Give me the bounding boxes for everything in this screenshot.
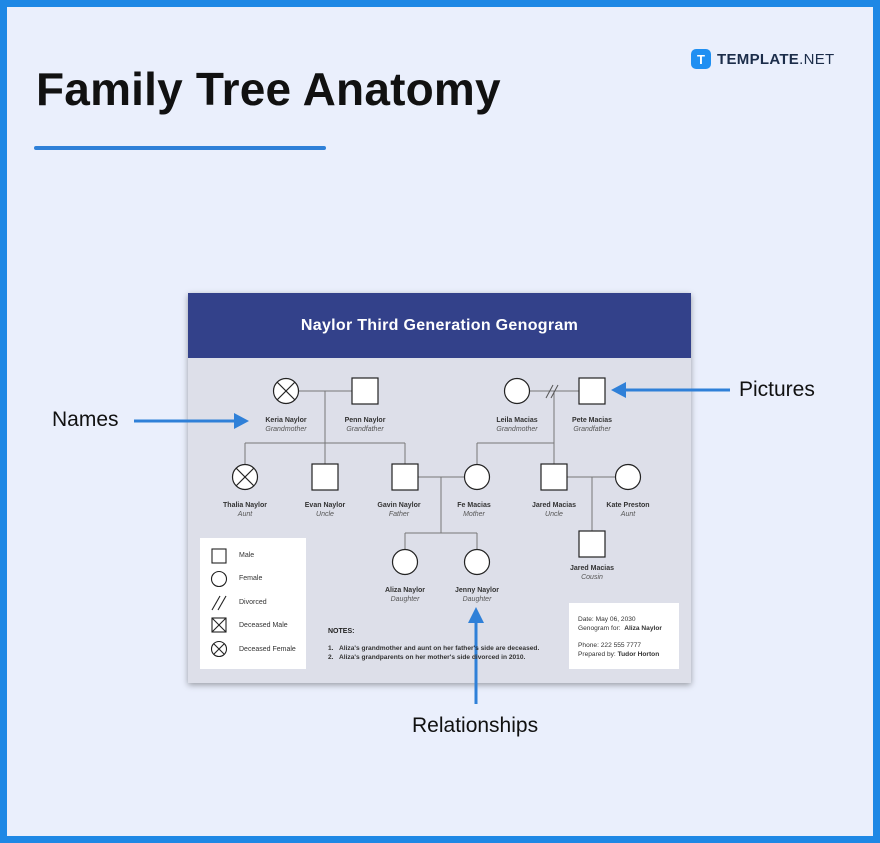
legend-divorced-icon bbox=[211, 595, 227, 611]
relationship-lines bbox=[244, 390, 615, 549]
info-phone: Phone: 222 555 7777 bbox=[578, 642, 641, 649]
brand-name: TEMPLATE.NET bbox=[717, 51, 835, 68]
note-item: 1. Aliza's grandmother and aunt on her fa… bbox=[328, 645, 539, 652]
info-phone-label: Phone: bbox=[578, 642, 599, 649]
member-role-gavin: Father bbox=[388, 511, 410, 518]
member-name-leila: Leila Macias bbox=[496, 417, 538, 424]
legend-label-deceased-female: Deceased Female bbox=[239, 646, 296, 653]
relationships-arrow bbox=[468, 607, 484, 704]
genogram-legend: Male Female Divorced Deceased Male Decea… bbox=[200, 538, 306, 669]
member-name-penn: Penn Naylor bbox=[344, 417, 386, 424]
brand-name-bold: TEMPLATE bbox=[717, 50, 800, 68]
member-role-jenny: Daughter bbox=[462, 596, 492, 603]
member-name-aliza: Aliza Naylor bbox=[384, 587, 426, 594]
fe-female-icon bbox=[463, 463, 491, 491]
keria-deceased-female-icon bbox=[272, 377, 300, 405]
evan-male-icon bbox=[311, 463, 339, 491]
member-role-fe: Mother bbox=[463, 511, 485, 518]
divorce-slash-icon bbox=[545, 384, 559, 399]
legend-label-divorced: Divorced bbox=[239, 599, 267, 606]
callout-relationships: Relationships bbox=[412, 714, 539, 737]
info-phone-value: 222 555 7777 bbox=[600, 642, 642, 649]
legend-label-male: Male bbox=[239, 552, 255, 559]
note-text: Aliza's grandparents on her mother's sid… bbox=[339, 654, 526, 661]
member-name-jenny: Jenny Naylor bbox=[455, 587, 499, 594]
member-role-leila: Grandmother bbox=[496, 426, 538, 433]
note-item: 2. Aliza's grandparents on her mother's s… bbox=[328, 654, 525, 661]
member-role-kate: Aunt bbox=[620, 511, 636, 518]
brand-name-suffix: .NET bbox=[799, 50, 835, 68]
jared-uncle-male-icon bbox=[540, 463, 568, 491]
legend-label-deceased-male: Deceased Male bbox=[239, 622, 288, 629]
info-prepared-value: Tudor Horton bbox=[617, 651, 660, 658]
kate-female-icon bbox=[614, 463, 642, 491]
legend-male-icon bbox=[211, 548, 227, 564]
member-role-jared-cousin: Cousin bbox=[581, 574, 603, 581]
info-prepared-label: Prepared by: bbox=[578, 651, 616, 658]
member-name-keria: Keria Naylor bbox=[265, 417, 307, 424]
member-role-thalia: Aunt bbox=[237, 511, 253, 518]
legend-deceased-female-icon bbox=[210, 640, 228, 658]
member-name-evan: Evan Naylor bbox=[304, 502, 346, 509]
gavin-male-icon bbox=[391, 463, 419, 491]
thalia-deceased-female-icon bbox=[231, 463, 259, 491]
legend-label-female: Female bbox=[239, 575, 263, 582]
callout-arrows bbox=[134, 382, 730, 704]
jenny-female-icon bbox=[463, 548, 491, 576]
member-role-penn: Grandfather bbox=[346, 426, 384, 433]
page-title: Family Tree Anatomy bbox=[36, 63, 501, 115]
note-text: Aliza's grandmother and aunt on her fath… bbox=[339, 645, 540, 652]
member-name-pete: Pete Macias bbox=[571, 417, 613, 424]
info-date-label: Date: bbox=[578, 616, 594, 623]
info-prepared-by: Prepared by: Tudor Horton bbox=[578, 651, 659, 658]
legend-female-icon bbox=[210, 570, 228, 588]
member-name-kate: Kate Preston bbox=[606, 502, 650, 509]
member-name-fe: Fe Macias bbox=[457, 502, 491, 509]
jared-cousin-male-icon bbox=[578, 530, 606, 558]
member-role-keria: Grandmother bbox=[265, 426, 307, 433]
member-name-gavin: Gavin Naylor bbox=[377, 502, 421, 509]
member-name-jared-cousin: Jared Macias bbox=[570, 565, 614, 572]
notes-title: NOTES: bbox=[328, 628, 355, 635]
member-name-thalia: Thalia Naylor bbox=[223, 502, 267, 509]
info-for-label: Genogram for: bbox=[578, 625, 621, 632]
note-number: 2. bbox=[328, 654, 334, 661]
member-role-pete: Grandfather bbox=[573, 426, 611, 433]
pete-male-icon bbox=[578, 377, 606, 405]
genogram-info-box: Date: May 06, 2030 Genogram for: Aliza N… bbox=[569, 603, 679, 669]
info-genogram-for: Genogram for: Aliza Naylor bbox=[578, 625, 662, 632]
legend-symbols bbox=[210, 548, 228, 658]
legend-deceased-male-icon bbox=[211, 617, 227, 633]
brand-mark-icon: T bbox=[691, 49, 711, 69]
info-date: Date: May 06, 2030 bbox=[578, 616, 636, 623]
brand-logo: T TEMPLATE.NET bbox=[691, 49, 835, 69]
note-number: 1. bbox=[328, 645, 334, 652]
leila-female-icon bbox=[503, 377, 531, 405]
title-underline bbox=[34, 146, 326, 150]
pictures-arrow bbox=[611, 382, 730, 398]
callout-pictures: Pictures bbox=[739, 378, 815, 401]
names-arrow bbox=[134, 413, 249, 429]
aliza-female-icon bbox=[391, 548, 419, 576]
member-name-jared-uncle: Jared Macias bbox=[532, 502, 576, 509]
penn-male-icon bbox=[351, 377, 379, 405]
member-role-jared-uncle: Uncle bbox=[545, 511, 563, 518]
callout-names: Names bbox=[52, 408, 119, 431]
member-role-evan: Uncle bbox=[316, 511, 334, 518]
info-for-value: Aliza Naylor bbox=[624, 625, 662, 632]
member-role-aliza: Daughter bbox=[390, 596, 420, 603]
info-date-value: May 06, 2030 bbox=[595, 616, 636, 623]
genogram-title: Naylor Third Generation Genogram bbox=[188, 293, 691, 358]
